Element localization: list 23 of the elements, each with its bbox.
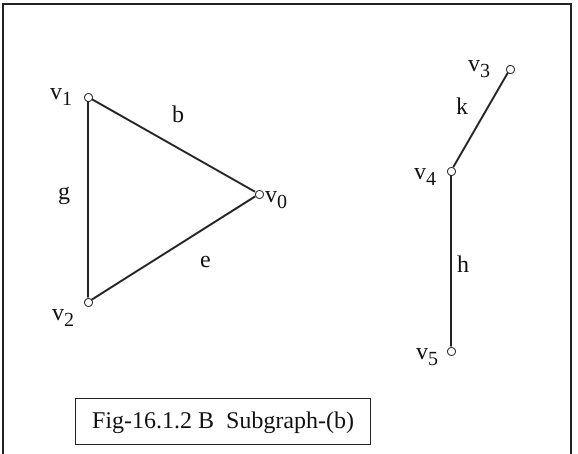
vertex-label: v$_{5}$ [416, 340, 438, 369]
vertex-circle [84, 298, 92, 306]
edge-line [87, 102, 89, 298]
edge-label: b [172, 103, 184, 127]
vertex-label: v$_{3}$ [468, 52, 490, 81]
edge-line [452, 72, 509, 168]
edge-label: g [58, 180, 70, 204]
vertex-circle [254, 190, 264, 198]
edge-label: k [456, 95, 468, 119]
vertex-circle [506, 64, 514, 74]
vertex-circle [84, 92, 92, 102]
caption-box: Fig-16.1.2 B Subgraph-(b) [75, 398, 371, 445]
vertex-circle [446, 346, 456, 356]
edge-label: e [200, 248, 211, 272]
edge-label: h [457, 253, 469, 277]
edge-line [91, 196, 256, 300]
edge-line [450, 176, 452, 346]
edge-line [91, 98, 256, 193]
vertex-label: v$_{2}$ [52, 301, 74, 330]
vertex-circle [446, 166, 456, 176]
vertex-label: v$_{0}$ [265, 183, 287, 212]
vertex-label: v$_{1}$ [50, 80, 72, 109]
vertex-label: v$_{4}$ [414, 160, 436, 189]
